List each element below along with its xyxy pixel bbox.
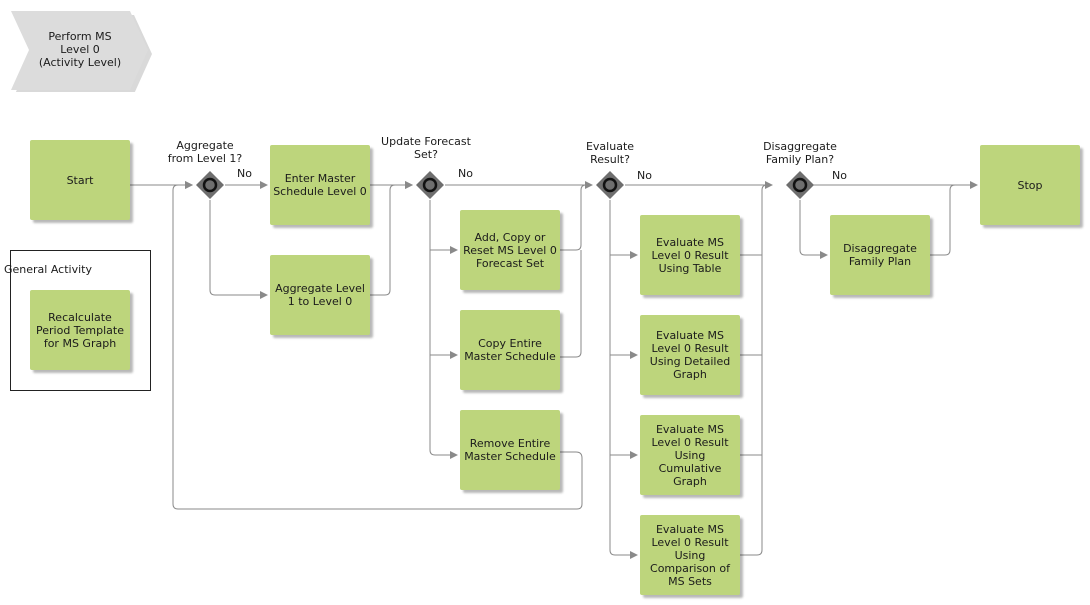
gateway-update-forecast-question: Update Forecast Set? [381, 135, 471, 161]
remove-entire-label: Remove Entire Master Schedule [464, 437, 556, 463]
add-copy-reset-activity[interactable]: Add, Copy or Reset MS Level 0 Forecast S… [460, 210, 560, 290]
process-chevron: Perform MS Level 0 (Activity Level) [10, 10, 152, 92]
general-activity-group [10, 250, 151, 391]
enter-master-label: Enter Master Schedule Level 0 [273, 172, 367, 198]
general-activity-title: General Activity [4, 263, 92, 276]
start-label: Start [66, 173, 94, 187]
gateway-disaggregate-question: Disaggregate Family Plan? [763, 140, 837, 166]
start-event[interactable]: Start [30, 140, 130, 220]
aggregate-l1-activity[interactable]: Aggregate Level 1 to Level 0 [270, 255, 370, 335]
gateway-update-forecast[interactable] [415, 170, 445, 200]
remove-entire-activity[interactable]: Remove Entire Master Schedule [460, 410, 560, 490]
stop-label: Stop [1017, 178, 1043, 192]
link-disagg-stop [930, 184, 956, 256]
link-remove-loop [172, 181, 583, 510]
aggregate-l1-label: Aggregate Level 1 to Level 0 [275, 282, 365, 308]
copy-entire-activity[interactable]: Copy Entire Master Schedule [460, 310, 560, 390]
enter-master-activity[interactable]: Enter Master Schedule Level 0 [270, 145, 370, 225]
gateway-aggregate[interactable] [195, 170, 225, 200]
disaggregate-label: Disaggregate Family Plan [843, 242, 917, 268]
gateway-aggregate-no: No [237, 167, 252, 180]
gateway-evaluate[interactable] [595, 170, 625, 200]
gateway-update-forecast-no: No [458, 167, 473, 180]
eval-comparison-label: Evaluate MS Level 0 Result Using Compari… [650, 522, 730, 588]
eval-cumulative-activity[interactable]: Evaluate MS Level 0 Result Using Cumulat… [640, 415, 740, 495]
copy-entire-label: Copy Entire Master Schedule [464, 337, 556, 363]
link-copy-g3 [560, 250, 582, 358]
eval-table-label: Evaluate MS Level 0 Result Using Table [651, 235, 729, 275]
gateway-disaggregate-no: No [832, 169, 847, 182]
link-g3-branches [609, 200, 638, 559]
link-aggregate-g2 [370, 181, 413, 296]
gateway-evaluate-question: Evaluate Result? [585, 140, 635, 166]
link-g2-branches [429, 200, 458, 459]
link-g1-aggregate [209, 200, 268, 299]
gateway-evaluate-no: No [637, 169, 652, 182]
eval-detailed-activity[interactable]: Evaluate MS Level 0 Result Using Detaile… [640, 315, 740, 395]
eval-detailed-label: Evaluate MS Level 0 Result Using Detaile… [649, 329, 731, 381]
recalculate-activity[interactable]: Recalculate Period Template for MS Graph [30, 290, 130, 370]
add-copy-reset-label: Add, Copy or Reset MS Level 0 Forecast S… [463, 230, 557, 270]
eval-table-activity[interactable]: Evaluate MS Level 0 Result Using Table [640, 215, 740, 295]
link-g4-disagg [799, 200, 828, 259]
recalculate-label: Recalculate Period Template for MS Graph [36, 310, 124, 350]
process-title: Perform MS Level 0 (Activity Level) [38, 30, 122, 69]
gateway-disaggregate[interactable] [785, 170, 815, 200]
disaggregate-activity[interactable]: Disaggregate Family Plan [830, 215, 930, 295]
link-add-g3 [560, 184, 587, 251]
eval-cumulative-label: Evaluate MS Level 0 Result Using Cumulat… [651, 422, 729, 488]
link-evals-g4 [740, 184, 768, 556]
eval-comparison-activity[interactable]: Evaluate MS Level 0 Result Using Compari… [640, 515, 740, 595]
gateway-aggregate-question: Aggregate from Level 1? [167, 139, 243, 165]
stop-event[interactable]: Stop [980, 145, 1080, 225]
